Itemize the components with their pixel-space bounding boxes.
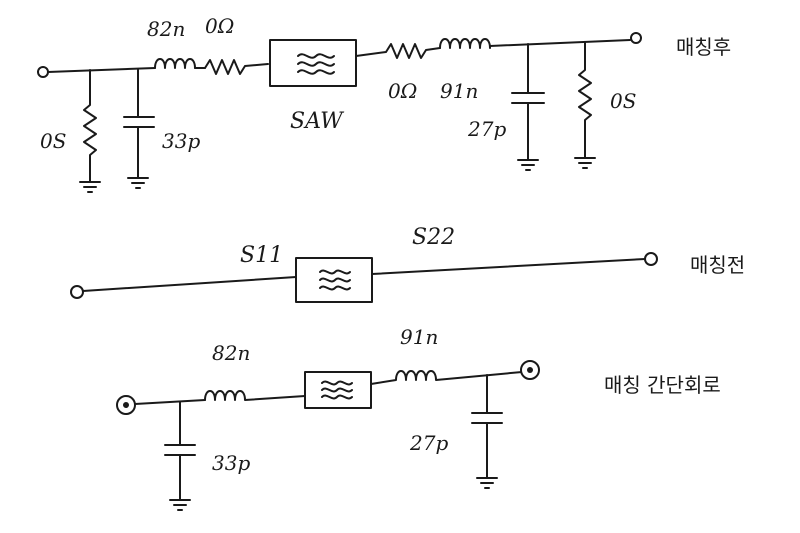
middle-caption: 매칭전 — [690, 253, 745, 277]
middle-input-terminal — [70, 285, 84, 299]
bottom-shunt-capacitor-right — [471, 374, 503, 479]
bottom-label-82n: 82n — [212, 341, 250, 365]
top-shunt-capacitor-right — [511, 43, 545, 161]
top-saw-filter — [269, 39, 357, 87]
top-label-82n: 82n — [147, 17, 185, 41]
top-series-inductor-right — [439, 38, 491, 49]
top-series-resistor-right — [355, 43, 441, 59]
ground-symbol — [79, 181, 101, 193]
top-circuit: 82n 0Ω SAW 0Ω 91n 0S 33p 27p 0S 매칭후 — [37, 14, 731, 193]
bottom-series-inductor-left — [204, 390, 306, 401]
bottom-label-27p: 27p — [409, 431, 448, 455]
bottom-saw-filter — [304, 371, 372, 409]
top-caption: 매칭후 — [676, 35, 731, 59]
bottom-series-inductor-right — [370, 370, 523, 385]
bottom-caption: 매칭 간단회로 — [604, 373, 721, 397]
filter-wave-icon — [319, 269, 351, 291]
top-label-0ohm-left: 0Ω — [205, 14, 234, 38]
top-series-resistor-left — [204, 59, 269, 75]
bottom-label-33p: 33p — [212, 451, 250, 475]
top-label-0ohm-right: 0Ω — [388, 79, 417, 103]
top-label-0s-right: 0S — [610, 89, 636, 113]
top-label-0s-left: 0S — [40, 129, 66, 153]
top-shunt-resistor-right — [578, 41, 592, 159]
top-wire-right — [489, 39, 631, 47]
top-label-27p: 27p — [467, 117, 506, 141]
ground-symbol — [517, 159, 539, 171]
middle-label-s22: S22 — [412, 225, 455, 250]
top-series-inductor-left — [154, 58, 196, 69]
top-label-91n: 91n — [440, 79, 478, 103]
filter-wave-icon — [297, 53, 335, 75]
bottom-circuit: 82n 91n 33p 27p 매칭 간단회로 — [116, 325, 721, 511]
bottom-wire-left — [134, 399, 206, 405]
terminal-dot — [123, 402, 129, 408]
middle-output-terminal — [644, 252, 658, 266]
bottom-shunt-capacitor-left — [164, 401, 196, 501]
top-label-saw: SAW — [290, 109, 345, 134]
terminal-dot — [527, 367, 533, 373]
top-shunt-capacitor-left — [123, 68, 155, 179]
top-label-33p: 33p — [162, 129, 200, 153]
ground-symbol — [574, 157, 596, 169]
middle-wire-left — [82, 276, 297, 292]
ground-symbol — [169, 499, 191, 511]
middle-circuit: S11 S22 매칭전 — [70, 225, 745, 303]
top-shunt-resistor-left — [83, 69, 97, 183]
middle-saw-filter — [295, 257, 373, 303]
middle-wire-right — [371, 258, 646, 275]
ground-symbol — [127, 177, 149, 189]
bottom-label-91n: 91n — [400, 325, 438, 349]
top-output-terminal — [630, 32, 642, 44]
filter-wave-icon — [321, 380, 353, 400]
ground-symbol — [476, 477, 498, 489]
top-input-terminal — [37, 66, 49, 78]
middle-label-s11: S11 — [240, 243, 283, 268]
